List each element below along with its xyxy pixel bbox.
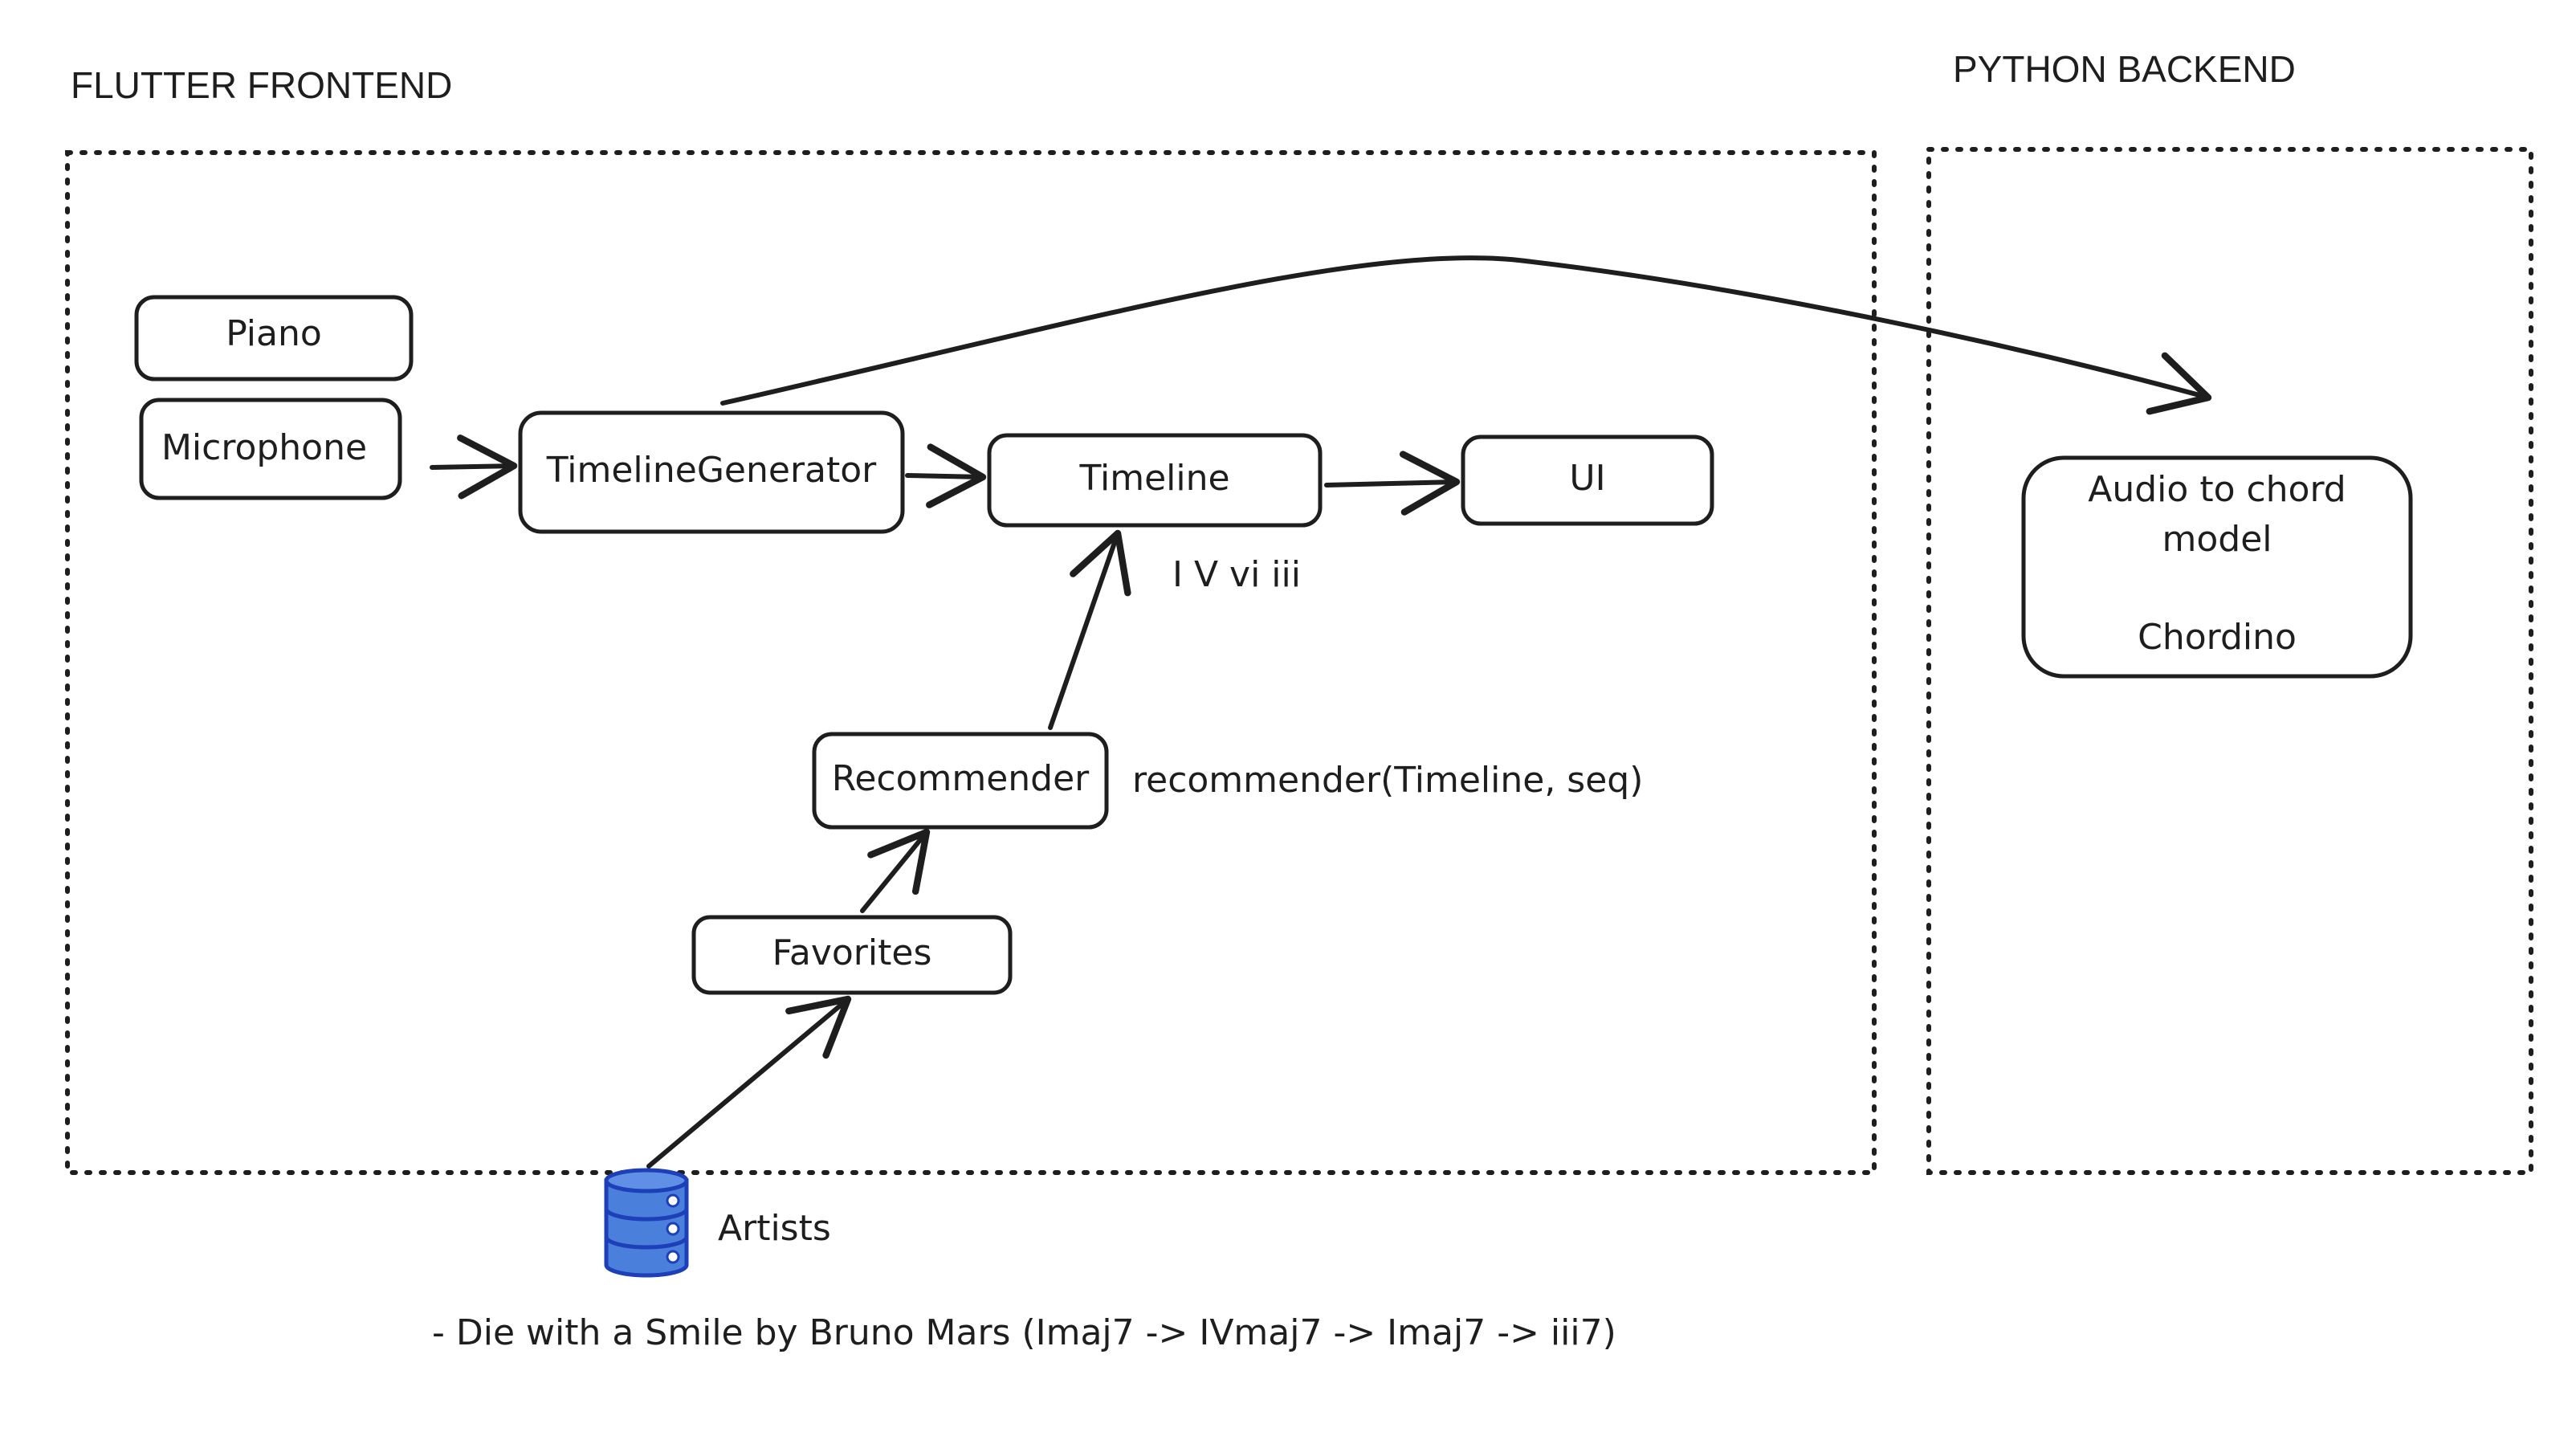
edge-generator-to-model — [720, 255, 2212, 415]
node-recommender[interactable]: Recommender — [812, 732, 1109, 830]
recommender-call-annotation: recommender(Timeline, seq) — [1132, 760, 1643, 801]
node-favorites-label: Favorites — [772, 932, 932, 973]
node-timeline-generator-label: TimelineGenerator — [546, 450, 877, 491]
node-audio-to-chord-model[interactable]: Audio to chord model Chordino — [2021, 455, 2413, 679]
edge-artists-to-favorites — [646, 995, 852, 1169]
node-piano-label: Piano — [226, 313, 322, 354]
frontend-title: FLUTTER FRONTEND — [71, 64, 452, 106]
model-title-line1: Audio to chord — [2088, 469, 2346, 510]
edge-microphone-to-generator — [430, 434, 518, 500]
edge-recommender-to-timeline — [1048, 529, 1131, 730]
edge-timeline-to-ui — [1324, 451, 1461, 516]
node-favorites[interactable]: Favorites — [691, 915, 1013, 995]
node-timeline-label: Timeline — [1078, 458, 1229, 499]
example-song: - Die with a Smile by Bruno Mars (Imaj7 … — [432, 1312, 1616, 1353]
node-microphone[interactable]: Microphone — [139, 398, 402, 500]
model-name: Chordino — [2138, 617, 2297, 658]
frontend-region — [65, 150, 1877, 1175]
database-icon — [604, 1168, 689, 1278]
model-title-line2: model — [2162, 519, 2272, 560]
node-microphone-label: Microphone — [161, 427, 367, 468]
node-piano[interactable]: Piano — [134, 295, 414, 381]
edge-favorites-to-recommender — [860, 828, 931, 913]
node-timeline-generator[interactable]: TimelineGenerator — [518, 410, 905, 534]
node-timeline[interactable]: Timeline — [987, 433, 1323, 528]
backend-region — [1926, 147, 2533, 1175]
edge-generator-to-timeline — [905, 443, 987, 508]
node-recommender-label: Recommender — [832, 758, 1090, 799]
node-ui-label: UI — [1569, 458, 1605, 499]
progression-annotation: I V vi iii — [1172, 554, 1301, 595]
backend-title: PYTHON BACKEND — [1953, 48, 2296, 90]
node-ui[interactable]: UI — [1461, 434, 1714, 526]
artists-label: Artists — [718, 1208, 831, 1249]
